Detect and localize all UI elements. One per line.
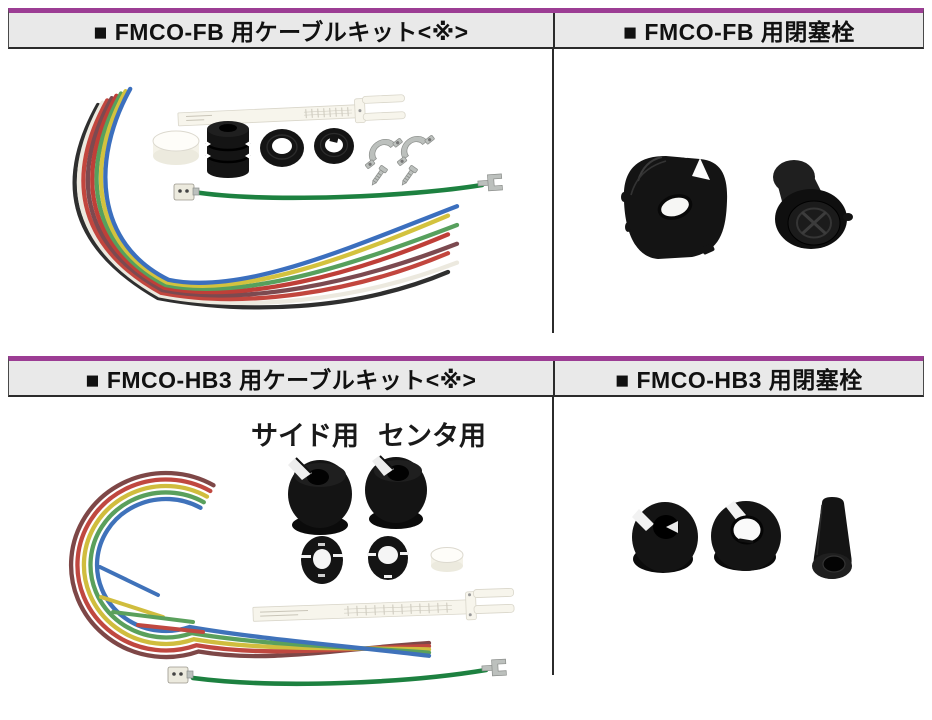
slotted-closure-plug-icon bbox=[632, 502, 698, 573]
ground-wire-icon bbox=[173, 173, 503, 201]
label-center-use: センタ用 bbox=[378, 421, 486, 451]
header-hb3-plug-title: ■ FMCO-HB3 用閉塞栓 bbox=[615, 367, 863, 393]
photo-fb-plugs bbox=[621, 146, 853, 259]
cell-hb3-plugs bbox=[554, 397, 924, 675]
header-fb-cable-kit-title: ■ FMCO-FB 用ケーブルキット<※> bbox=[93, 19, 469, 45]
cell-hb3-cable-kit: サイド用 センタ用 bbox=[8, 397, 554, 687]
screw-icon bbox=[401, 165, 418, 186]
cross-face-closure-plug-icon bbox=[773, 160, 853, 249]
strip-tick-marks bbox=[343, 602, 453, 617]
header-fb-plug: ■ FMCO-FB 用閉塞栓 bbox=[555, 13, 923, 47]
header-fb-cable-kit: ■ FMCO-FB 用ケーブルキット<※> bbox=[9, 13, 555, 47]
marker-gauge-strip-icon bbox=[252, 587, 515, 622]
marker-gauge-strip-icon bbox=[177, 94, 406, 127]
split-bushing-icon bbox=[367, 536, 409, 580]
header-hb3-cable-kit-title: ■ FMCO-HB3 用ケーブルキット<※> bbox=[85, 367, 477, 393]
panel-fb-body bbox=[8, 49, 924, 333]
fork-terminal-icon bbox=[477, 173, 503, 192]
panel-fb-header-row: ■ FMCO-FB 用ケーブルキット<※> ■ FMCO-FB 用閉塞栓 bbox=[8, 8, 924, 49]
metal-saddle-clamp-icon bbox=[397, 135, 435, 166]
photo-fb-cable-kit bbox=[72, 86, 503, 310]
strip-tick-marks bbox=[303, 107, 353, 119]
center-grommet-icon bbox=[365, 455, 427, 529]
rubber-ring-icon bbox=[260, 129, 304, 167]
ground-wire-icon bbox=[167, 658, 507, 687]
colored-wire-bundle-icon bbox=[72, 86, 460, 310]
rubber-ring-keyed-icon bbox=[314, 128, 354, 164]
slotted-closure-plug-icon bbox=[711, 501, 781, 571]
panel-fmco-hb3: ■ FMCO-HB3 用ケーブルキット<※> ■ FMCO-HB3 用閉塞栓 サ… bbox=[8, 356, 924, 687]
white-cap-icon bbox=[152, 130, 200, 165]
cell-fb-plugs bbox=[554, 49, 924, 333]
screw-icon bbox=[371, 165, 388, 186]
label-side-use: サイド用 bbox=[251, 421, 359, 451]
split-bushing-icon bbox=[301, 536, 343, 584]
ribbed-rubber-grommet-icon bbox=[205, 121, 251, 178]
side-grommet-icon bbox=[288, 457, 352, 535]
header-hb3-plug: ■ FMCO-HB3 用閉塞栓 bbox=[555, 361, 923, 395]
metal-saddle-clamp-icon bbox=[365, 138, 403, 169]
photo-hb3-cable-kit: サイド用 センタ用 bbox=[69, 421, 515, 687]
white-cap-icon bbox=[430, 547, 464, 572]
photo-hb3-plugs bbox=[632, 497, 852, 579]
header-hb3-cable-kit: ■ FMCO-HB3 用ケーブルキット<※> bbox=[9, 361, 555, 395]
header-fb-plug-title: ■ FMCO-FB 用閉塞栓 bbox=[623, 19, 855, 45]
cone-closure-plug-icon bbox=[812, 497, 852, 579]
cell-fb-cable-kit bbox=[8, 49, 554, 333]
fork-terminal-icon bbox=[481, 658, 507, 677]
panel-hb3-body: サイド用 センタ用 bbox=[8, 397, 924, 687]
ribbed-closure-plug-icon bbox=[621, 146, 728, 259]
ground-wire-connector bbox=[167, 666, 194, 684]
looped-wire-bundle-icon bbox=[69, 470, 432, 660]
ground-wire-connector bbox=[173, 183, 200, 201]
panel-fmco-fb: ■ FMCO-FB 用ケーブルキット<※> ■ FMCO-FB 用閉塞栓 bbox=[8, 8, 924, 333]
panel-hb3-header-row: ■ FMCO-HB3 用ケーブルキット<※> ■ FMCO-HB3 用閉塞栓 bbox=[8, 356, 924, 397]
